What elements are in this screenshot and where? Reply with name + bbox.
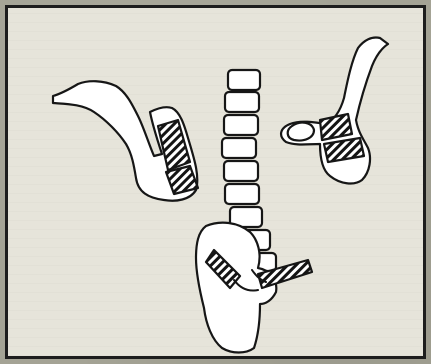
pelvis-hip-joint	[196, 223, 312, 353]
line-drawing-figure	[5, 5, 426, 359]
skeleton-drawing	[8, 8, 423, 356]
right-arm-bone	[281, 37, 388, 183]
left-arm-bone	[53, 81, 198, 200]
